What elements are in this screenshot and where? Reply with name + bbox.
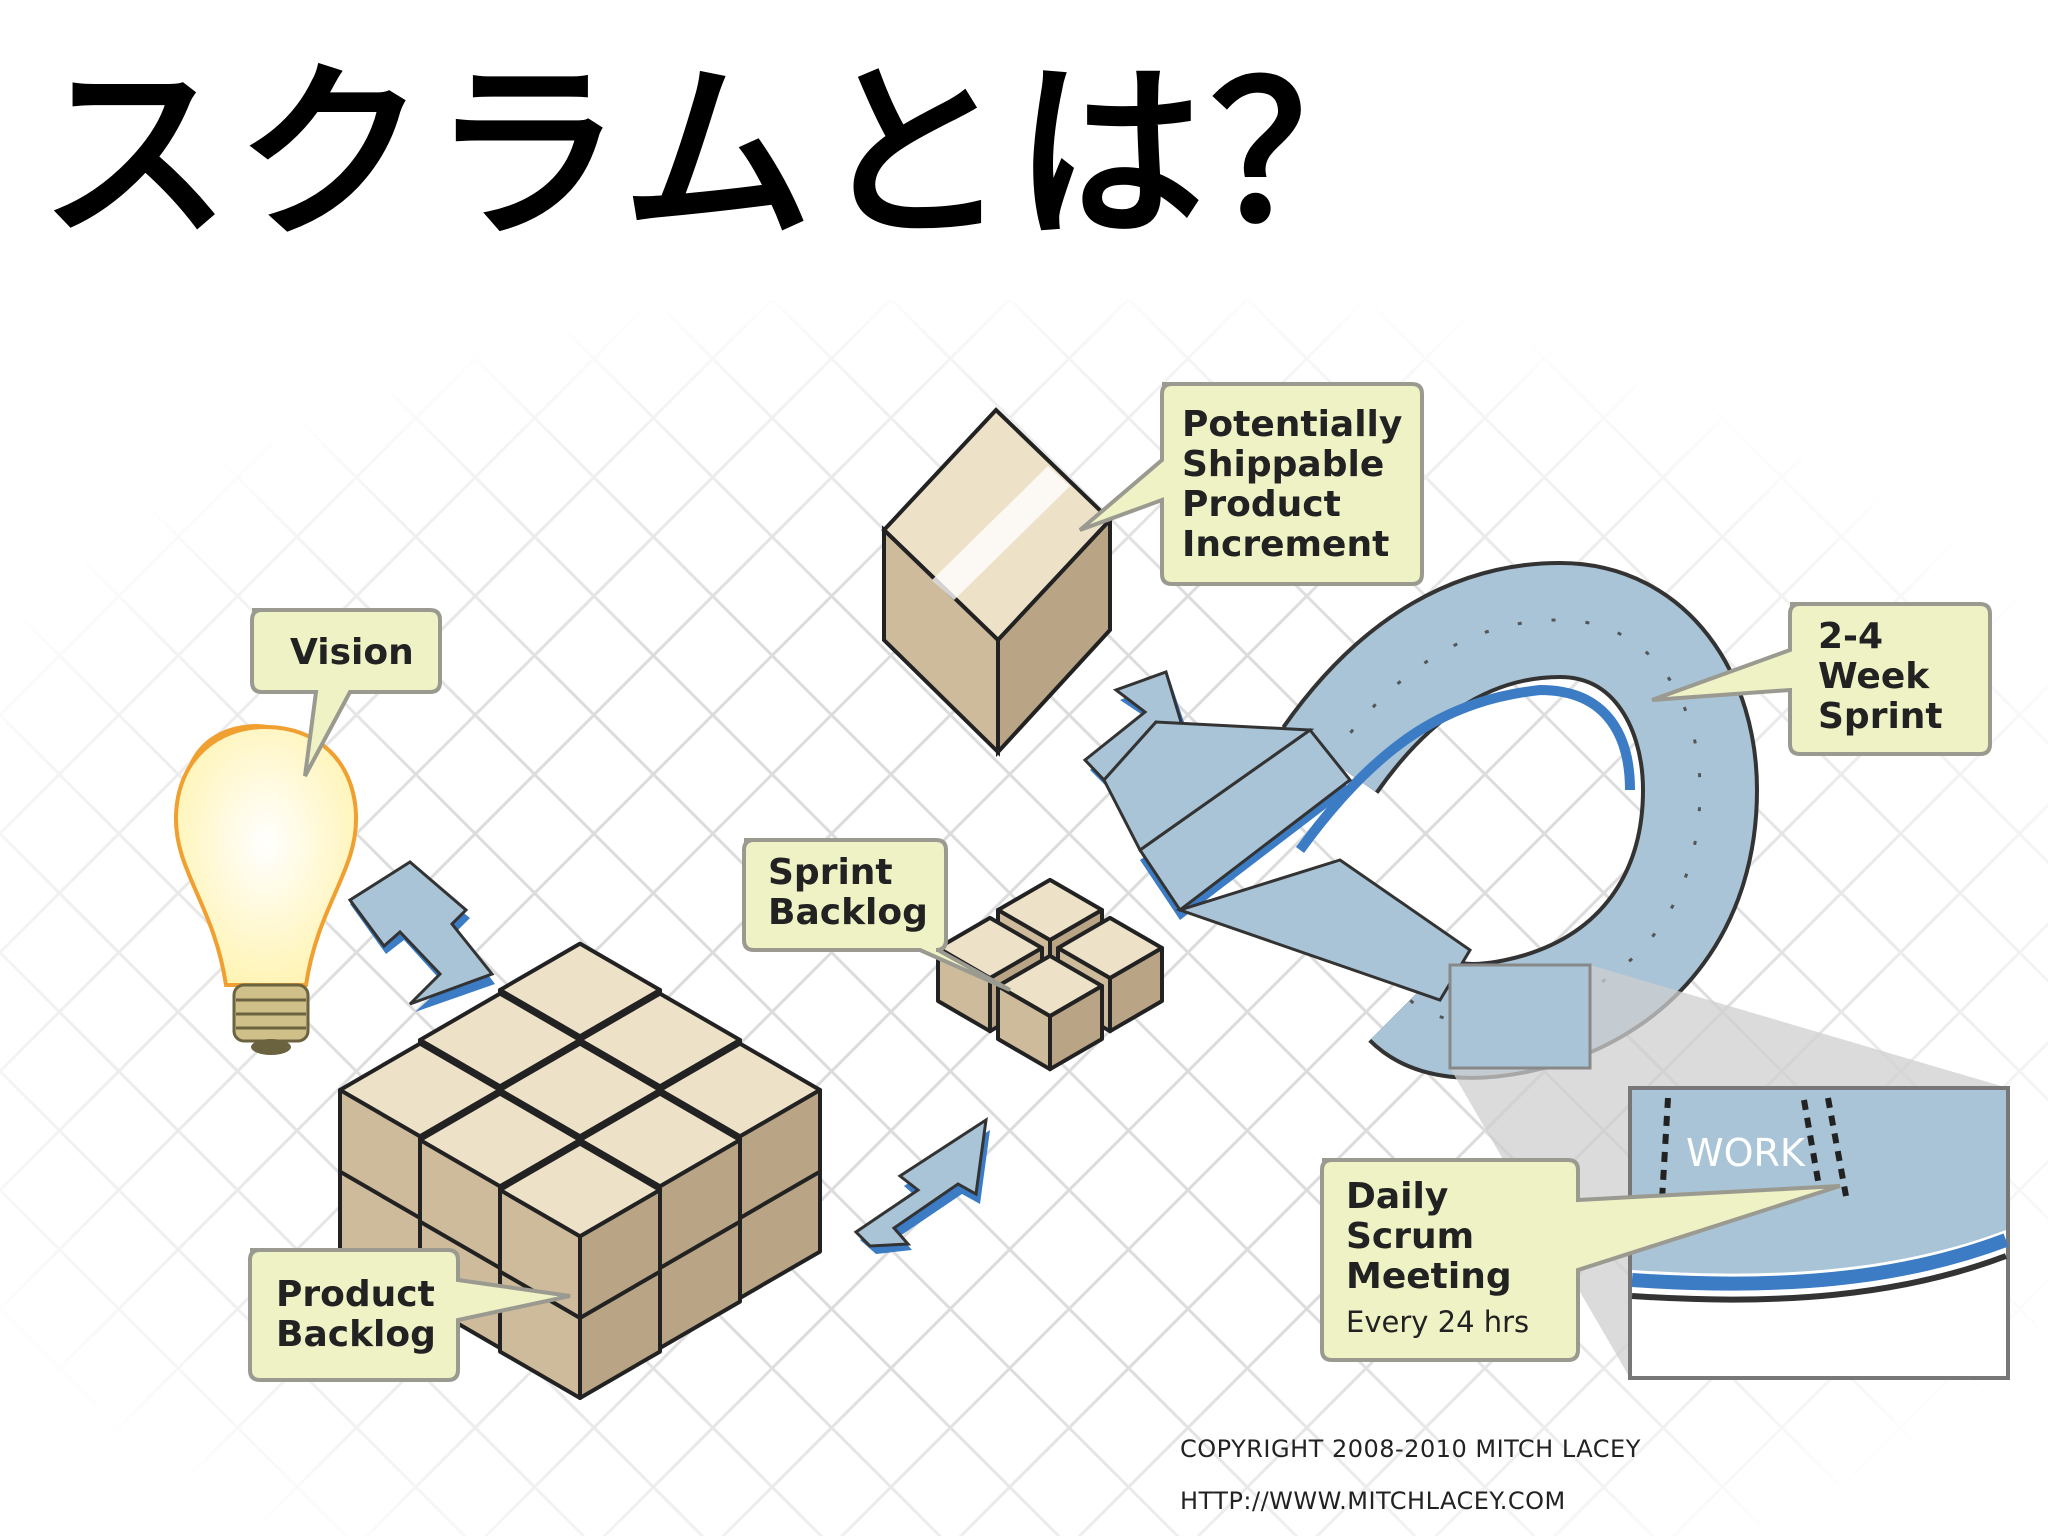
increment-line-2: Shippable (1182, 444, 1384, 485)
sprint-label: 2-4 Week Sprint (1818, 616, 1943, 737)
sprint-backlog-box-3 (996, 953, 1104, 1072)
daily-scrum-line-2: Scrum (1346, 1216, 1474, 1257)
product-backlog-line-1: Product (276, 1274, 435, 1315)
callout-product-backlog: Product Backlog (248, 1248, 571, 1382)
daily-scrum-sub-label: Every 24 hrs (1346, 1305, 1529, 1339)
daily-scrum-zoom-inset: WORK (1448, 963, 2010, 1380)
daily-scrum-label: Daily Scrum Meeting (1346, 1176, 1512, 1297)
increment-line-3: Product (1182, 484, 1341, 525)
callout-sprint: 2-4 Week Sprint (1651, 602, 1992, 756)
copyright-line-1: COPYRIGHT 2008-2010 MITCH LACEY (1180, 1435, 1641, 1463)
arrow-vision-to-backlog (347, 860, 495, 1012)
callout-increment: Potentially Shippable Product Increment (1078, 382, 1424, 586)
arrow-backlog-to-sprint (853, 1116, 990, 1254)
sprint-backlog-label: Sprint Backlog (768, 852, 928, 933)
callout-sprint-backlog: Sprint Backlog (742, 838, 1011, 992)
copyright-line-2: HTTP://WWW.MITCHLACEY.COM (1180, 1487, 1566, 1515)
work-label: WORK (1686, 1131, 1806, 1175)
product-backlog-label: Product Backlog (276, 1274, 447, 1355)
vision-label: Vision (290, 632, 414, 673)
daily-scrum-line-3: Meeting (1346, 1256, 1512, 1297)
sprint-line-3: Sprint (1818, 696, 1943, 737)
sprint-line-2: Week (1818, 656, 1930, 697)
callout-vision: Vision (250, 608, 442, 777)
increment-line-1: Potentially (1182, 404, 1402, 445)
backlog-box-upper-8 (498, 1141, 662, 1320)
callout-daily-scrum: Daily Scrum Meeting Every 24 hrs (1320, 1158, 1841, 1362)
daily-scrum-line-1: Daily (1346, 1176, 1448, 1217)
product-backlog-line-2: Backlog (276, 1314, 436, 1355)
increment-line-4: Increment (1182, 524, 1389, 565)
lightbulb-icon (173, 723, 359, 1055)
increment-label: Potentially Shippable Product Increment (1182, 404, 1415, 565)
sprint-backlog-line-1: Sprint (768, 852, 893, 893)
sprint-line-1: 2-4 (1818, 616, 1883, 657)
slide-title: スクラムとは？ (40, 44, 1407, 265)
sprint-backlog-line-2: Backlog (768, 892, 928, 933)
